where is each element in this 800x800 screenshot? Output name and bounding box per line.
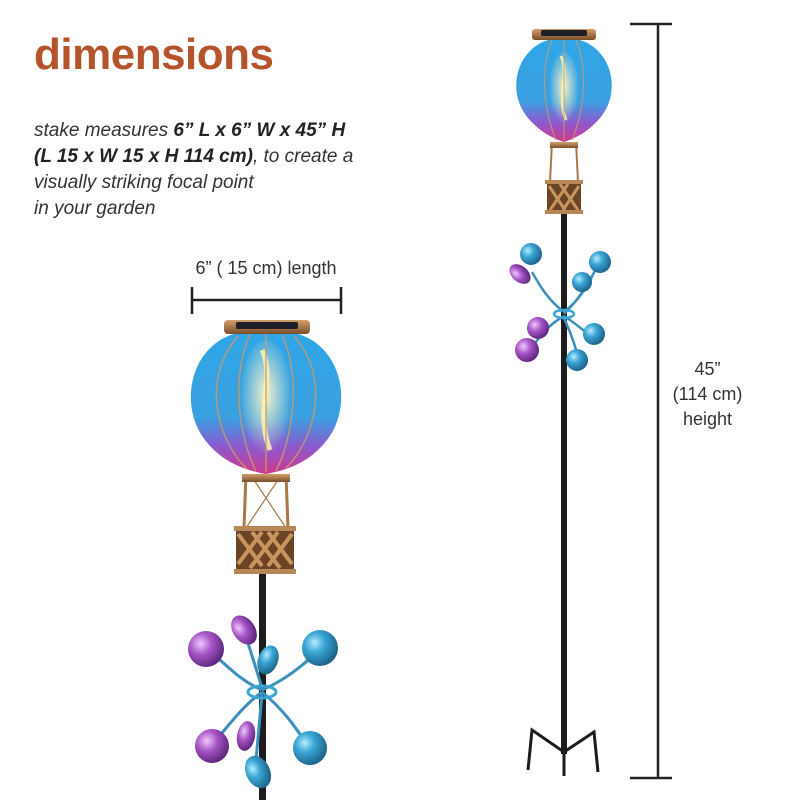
spinner-closeup [188,615,338,789]
balloon-closeup [188,320,342,800]
stake-feet [526,727,600,776]
balloon-full-stake [509,29,612,776]
page-title: dimensions [34,30,274,79]
description-tail: , to create a [252,146,354,167]
length-dimension-line [190,287,343,314]
size-centimeters: (L 15 x W 15 x H 114 cm) [34,146,253,167]
description-line-3: visually striking focal point [34,172,254,193]
basket-closeup [234,526,296,574]
height-label-inches: 45” [694,359,721,379]
height-label-word: height [682,409,733,429]
dimensions-description: stake measures 6” L x 6” W x 45” H (L 15… [34,118,434,222]
length-label: 6” ( 15 cm) length [195,258,337,278]
height-label: 45” (114 cm) height [660,357,755,432]
height-dimension-line [630,22,672,780]
spinner-full [509,243,611,371]
description-lead: stake measures [34,120,174,141]
stake-full [561,212,567,754]
size-inches: 6” L x 6” W x 45” H [173,120,346,141]
height-label-cm: (114 cm) [672,384,743,404]
description-line-4: in your garden [34,198,156,219]
basket-full [545,180,583,214]
